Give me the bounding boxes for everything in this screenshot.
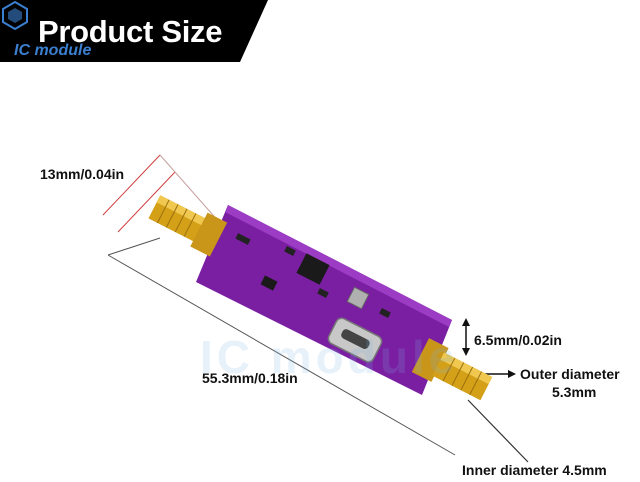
banner-background <box>0 0 268 62</box>
logo-text: IC module <box>14 42 92 59</box>
thickness-dimension-label: 6.5mm/0.02in <box>474 332 562 348</box>
ic-module-logo-icon <box>2 0 28 30</box>
length-dimension-label: 55.3mm/0.18in <box>202 370 298 386</box>
page-title: Product Size <box>38 14 223 49</box>
product-size-banner: Product Size IC module <box>0 0 268 62</box>
watermark: IC module <box>200 331 459 383</box>
length-dimension-lines <box>107 237 456 456</box>
inner-diameter-label: Inner diameter 4.5mm <box>462 462 607 478</box>
width-dimension-label: 13mm/0.04in <box>40 166 125 182</box>
inner-diameter-leader-line <box>467 399 529 463</box>
outer-diameter-label: Outer diameter <box>520 366 620 382</box>
left-sma-connector <box>148 195 228 257</box>
thickness-marker <box>462 318 470 356</box>
right-sma-connector <box>411 338 493 401</box>
pcb-board <box>196 205 452 395</box>
outer-diameter-value: 5.3mm <box>552 384 597 400</box>
